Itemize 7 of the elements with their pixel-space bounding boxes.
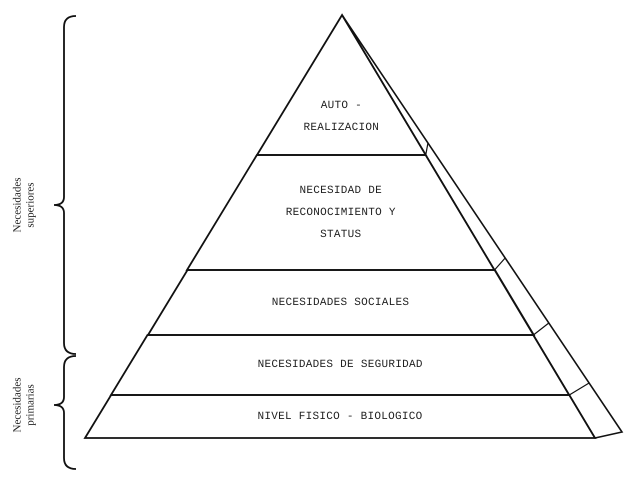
level-label: NECESIDADES DE SEGURIDAD: [258, 358, 423, 373]
group-label: Necesidades superiores: [11, 178, 37, 232]
level-label: NIVEL FISICO - BIOLOGICO: [257, 410, 423, 424]
level-label: NECESIDADES SOCIALES: [272, 296, 410, 310]
level-label: AUTO - REALIZACION: [302, 99, 380, 136]
group-label: Necesidades primarias: [11, 378, 37, 432]
level-label: NECESIDAD DE RECONOCIMIENTO Y STATUS: [284, 184, 397, 242]
